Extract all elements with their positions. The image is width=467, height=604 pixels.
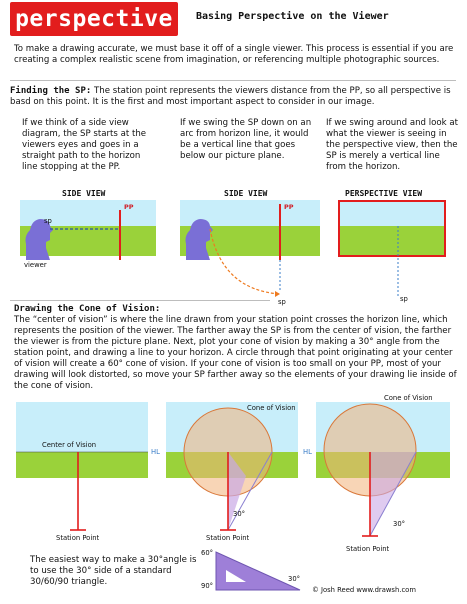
page-title: Basing Perspective on the Viewer <box>196 11 389 22</box>
finding-sp-text: The station point represents the viewers… <box>10 86 451 107</box>
sky <box>338 200 446 226</box>
triangle-shape <box>215 551 301 591</box>
cone-paragraph: The “center of vision” is where the line… <box>14 315 457 391</box>
column-3-text: If we swing around and look at what the … <box>326 118 458 172</box>
cone-diagram-1 <box>16 402 148 531</box>
triangle-90-label: 90° <box>201 582 214 590</box>
intro-paragraph: To make a drawing accurate, we must base… <box>14 44 454 65</box>
pp-label-1: PP <box>124 203 134 211</box>
center-of-vision-label: Center of Vision <box>42 441 97 449</box>
divider <box>10 80 456 81</box>
sp-label-2: sp <box>278 298 286 306</box>
angle-30-label-1: 30° <box>233 510 246 518</box>
sp-label-3: sp <box>400 295 408 303</box>
arc-arrowhead <box>275 291 280 297</box>
cone-diagram-2 <box>166 402 298 531</box>
station-point-label-1: Station Point <box>56 534 100 542</box>
sp-label-1: sp <box>44 217 52 225</box>
ground <box>16 452 148 478</box>
credit: © Josh Reed www.drawsh.com <box>312 586 416 594</box>
side-view-diagram-1 <box>20 200 156 260</box>
cone-of-vision-label-2: Cone of Vision <box>384 394 433 402</box>
cone-heading: Drawing the Cone of Vision: <box>14 304 161 314</box>
station-point-label-3: Station Point <box>346 545 390 553</box>
perspective-view-diagram <box>338 200 446 296</box>
station-point-label-2: Station Point <box>206 534 250 542</box>
hl-label-right: HL <box>303 448 312 456</box>
angle-wedge <box>228 452 246 530</box>
picture-plane-frame <box>338 200 446 257</box>
cone-diagram-3 <box>316 402 450 537</box>
30-degree-line <box>227 451 273 531</box>
30-degree-line <box>369 451 417 537</box>
triangle-tip: The easiest way to make a 30°angle is to… <box>30 555 197 587</box>
finding-sp-section: Finding the SP: The station point repres… <box>10 86 458 108</box>
triangle-30-label: 30° <box>288 575 301 583</box>
pp-label-2: PP <box>284 203 294 211</box>
sky <box>16 402 148 452</box>
divider <box>10 300 270 301</box>
hl-label-left: HL <box>151 448 160 456</box>
column-1-text: If we think of a side view diagram, the … <box>22 118 147 172</box>
finding-sp-heading: Finding the SP: <box>10 86 92 96</box>
column-2-text: If we swing the SP down on an arc from h… <box>180 118 312 161</box>
triangle-cutout <box>226 570 246 582</box>
logo: perspective <box>10 2 178 36</box>
viewer-silhouette <box>25 219 53 260</box>
ground <box>338 226 446 256</box>
triangle-30-60-90 <box>215 551 301 591</box>
sp-arc <box>209 228 281 295</box>
diagram-2-caption: SIDE VIEW <box>224 189 268 198</box>
side-view-diagram-2 <box>180 200 320 297</box>
viewer-silhouette <box>185 219 213 260</box>
diagram-1-caption: SIDE VIEW <box>62 189 106 198</box>
triangle-60-label: 60° <box>201 549 214 557</box>
cone-of-vision-label-1: Cone of Vision <box>247 404 296 412</box>
viewer-label-1: viewer <box>24 261 47 269</box>
angle-30-label-2: 30° <box>393 520 406 528</box>
diagram-3-caption: PERSPECTIVE VIEW <box>345 189 423 198</box>
